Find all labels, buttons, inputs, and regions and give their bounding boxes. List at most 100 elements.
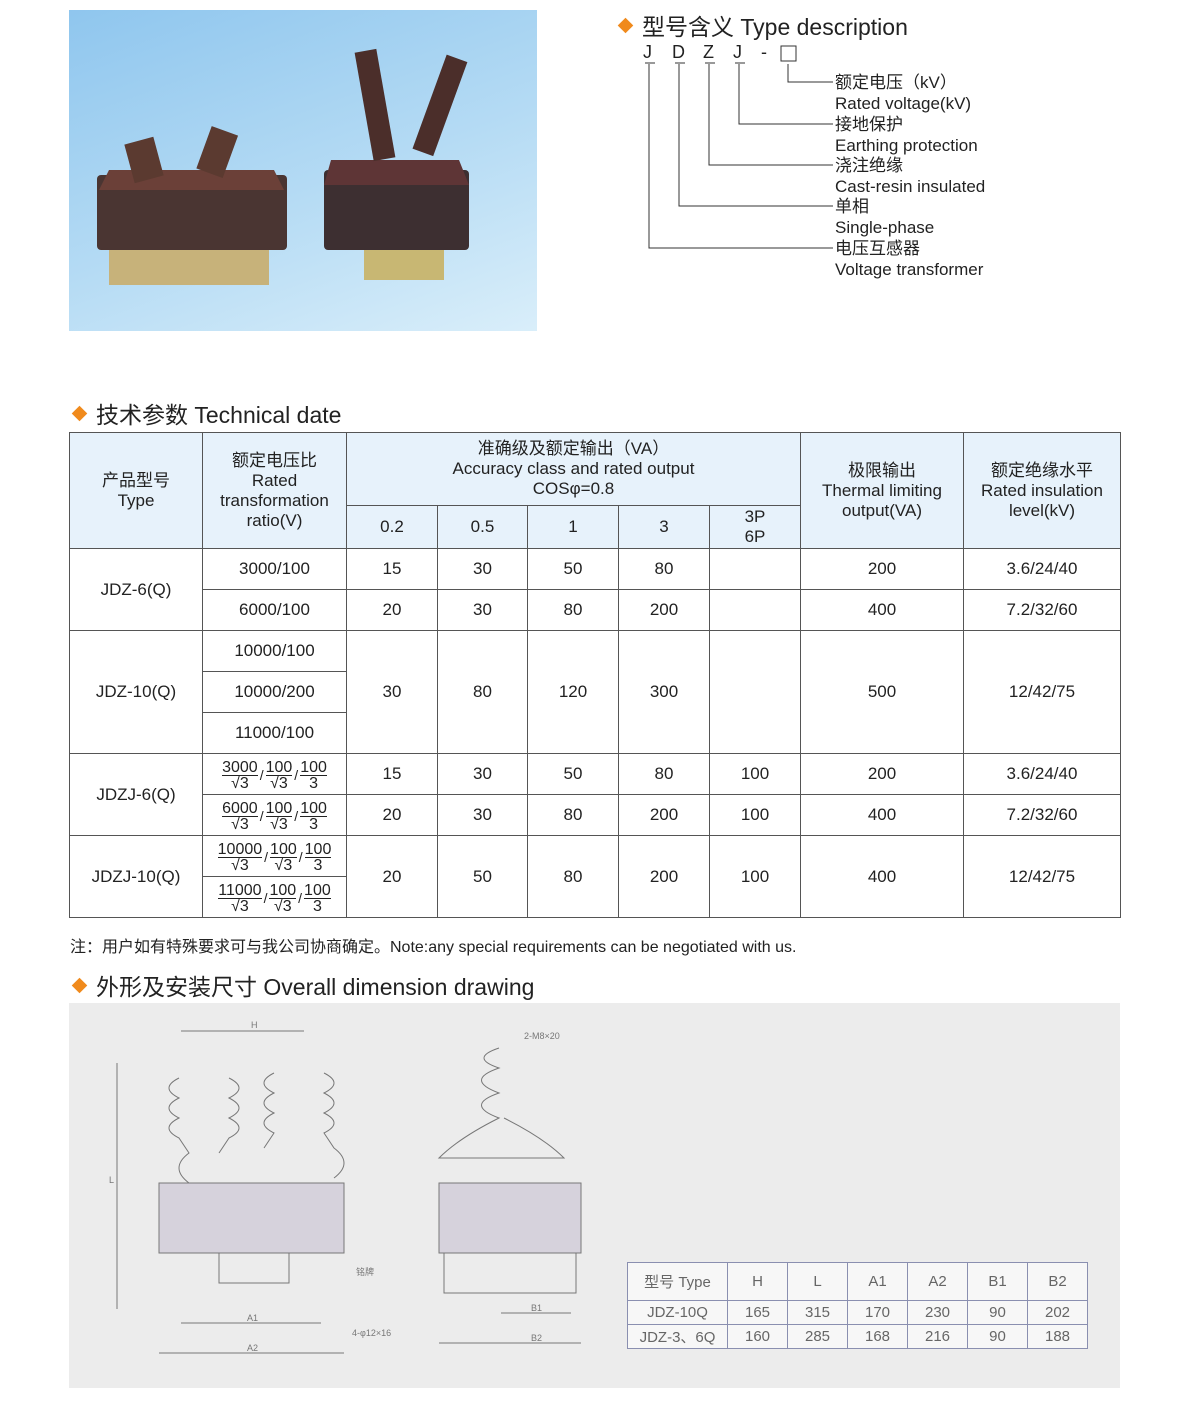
value-cell: 15	[382, 764, 402, 783]
dim-cell: 90	[967, 1324, 1028, 1349]
dim-cell: 188	[1027, 1324, 1088, 1349]
dim-label-b1: B1	[531, 1303, 542, 1313]
value-cell: 100	[740, 805, 770, 824]
value-cell: 80	[654, 559, 674, 578]
dim-cell: 170	[847, 1300, 908, 1325]
type-code-letter: J	[733, 42, 742, 62]
value-cell: 200	[649, 600, 679, 619]
ratio-cell: 11000/100	[234, 723, 315, 742]
value-cell: 200	[649, 866, 679, 886]
thermal-cell: 200	[867, 559, 897, 578]
thermal-cell: 400	[867, 866, 897, 886]
dim-label-l: L	[109, 1175, 114, 1185]
type-code-letter: Z	[703, 42, 714, 62]
value-cell: 30	[473, 600, 492, 619]
dim-cell: 315	[787, 1300, 848, 1325]
transformer-illustration	[97, 48, 469, 285]
value-cell: 30	[473, 805, 492, 824]
header-class: 3P 6P	[709, 505, 801, 549]
dim-header: B1	[967, 1262, 1028, 1301]
ratio-cell: 6000/100	[239, 600, 310, 619]
dim-cell: 216	[907, 1324, 968, 1349]
dim-label-a1: A1	[247, 1313, 258, 1323]
header-class: 3	[618, 505, 710, 549]
dim-label-holes: 4-φ12×16	[352, 1328, 391, 1338]
table-row: 6000/100 20 30 80 200 400 7.2/32/60	[70, 589, 1121, 631]
section-title: 外形及安装尺寸 Overall dimension drawing	[96, 974, 535, 1000]
insulation-cell: 7.2/32/60	[1006, 805, 1078, 824]
insulation-cell: 12/42/75	[1008, 866, 1076, 886]
diamond-bullet-icon	[617, 17, 634, 33]
ratio-cell: 3000/100	[239, 559, 310, 578]
type-cell: JDZJ-6(Q)	[96, 784, 176, 804]
value-cell: 20	[382, 805, 402, 824]
header-class: 0.2	[346, 505, 438, 549]
dim-header: B2	[1027, 1262, 1088, 1301]
value-cell: 30	[473, 559, 492, 578]
dim-cell: 202	[1027, 1300, 1088, 1325]
dim-cell: 90	[967, 1300, 1028, 1325]
thermal-cell: 500	[867, 682, 897, 701]
dim-cell: JDZ-3、6Q	[627, 1324, 728, 1349]
value-cell: 30	[473, 764, 492, 783]
type-code-letter: -	[761, 42, 767, 62]
dim-cell: 168	[847, 1324, 908, 1349]
insulation-cell: 12/42/75	[1008, 682, 1076, 701]
value-cell: 120	[558, 682, 588, 701]
dim-cell: JDZ-10Q	[627, 1300, 728, 1325]
value-cell: 80	[563, 866, 583, 886]
value-cell: 80	[563, 600, 583, 619]
dim-header: H	[727, 1262, 788, 1301]
value-cell: 80	[654, 764, 674, 783]
outline-drawings: H L A1 A2 B1 B2 2-M8×20 4-φ12×16 铭牌	[109, 1020, 582, 1354]
thermal-cell: 400	[867, 805, 897, 824]
thermal-cell: 400	[867, 600, 897, 619]
type-cell: JDZ-10(Q)	[95, 682, 177, 701]
value-cell: 50	[563, 764, 583, 783]
type-cell: JDZJ-10(Q)	[91, 866, 181, 886]
insulation-cell: 3.6/24/40	[1006, 559, 1078, 578]
insulation-cell: 3.6/24/40	[1006, 764, 1078, 783]
header-accuracy: 准确级及额定输出（VA）Accuracy class and rated out…	[346, 432, 801, 506]
table-row: 11000/100	[70, 712, 1121, 754]
dimension-title: 外形及安装尺寸 Overall dimension drawing	[70, 968, 534, 1002]
value-cell: 80	[473, 682, 492, 701]
value-cell: 100	[740, 764, 770, 783]
dim-header: L	[787, 1262, 848, 1301]
dim-cell: 160	[727, 1324, 788, 1349]
dim-header: A1	[847, 1262, 908, 1301]
dim-label-b2: B2	[531, 1333, 542, 1343]
product-photo	[69, 10, 537, 331]
value-cell: 300	[649, 682, 679, 701]
value-cell: 200	[649, 805, 679, 824]
dim-cell: 165	[727, 1300, 788, 1325]
dim-label-bolt: 2-M8×20	[524, 1031, 560, 1041]
value-cell: 80	[563, 805, 583, 824]
value-cell: 20	[382, 600, 402, 619]
dimension-drawing: H L A1 A2 B1 B2 2-M8×20 4-φ12×16 铭牌 型号 T…	[69, 1003, 1120, 1388]
type-item-rated-voltage: 额定电压（kV）Rated voltage(kV)	[835, 73, 972, 113]
ratio-cell: 10000/200	[234, 682, 315, 701]
note-text: 注：用户如有特殊要求可与我公司协商确定。Note:any special req…	[70, 939, 797, 956]
type-code-leader-lines	[645, 45, 833, 249]
insulation-cell: 7.2/32/60	[1006, 600, 1078, 619]
value-cell: 20	[382, 866, 402, 886]
